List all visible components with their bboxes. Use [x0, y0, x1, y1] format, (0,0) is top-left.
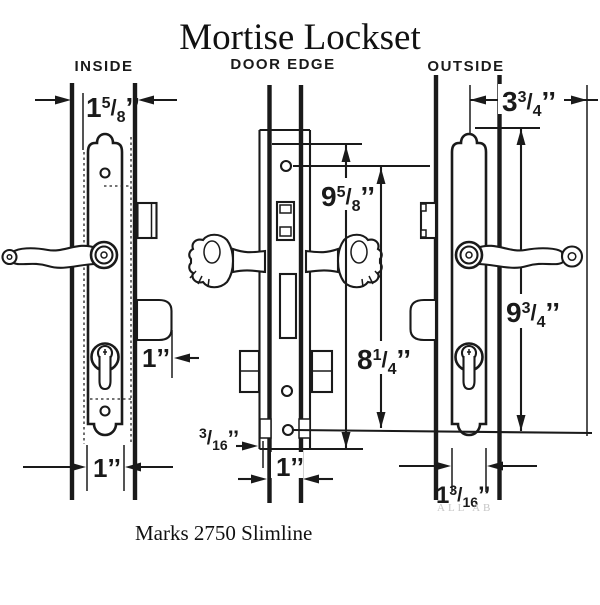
key-mark: [103, 349, 107, 355]
screw-hole: [281, 423, 295, 437]
key-mark: [467, 349, 471, 355]
arrowhead: [125, 462, 141, 472]
latch-bolt: [136, 201, 158, 240]
watermark: ALL AB: [437, 502, 493, 514]
arrowhead: [251, 474, 267, 484]
faceplate-lip: [298, 418, 311, 439]
lever-rosette-ring: [459, 245, 479, 265]
lever-end-detail: [567, 251, 577, 262]
view-label-outside: OUTSIDE: [427, 58, 504, 75]
door-edge-view: 95/8’’ 81/4’’ 3/16’’ 1’’: [188, 85, 593, 503]
dim-faceplate-screw-spacing: 95/8’’: [321, 181, 375, 215]
lever-rosette-ring: [94, 245, 114, 265]
dim-outside-plate-height: 93/4’’: [506, 297, 560, 331]
cylinder-keyway-slot: [98, 356, 112, 391]
lever-spindle: [465, 251, 473, 259]
faceplate-lip: [259, 418, 272, 439]
screw-hole: [99, 167, 111, 179]
dim-deadbolt-throw: 1’’: [142, 343, 170, 373]
dim-cylinder-screw-spacing: 81/4’’: [357, 344, 411, 378]
arrowhead: [376, 412, 386, 428]
arrowhead: [55, 95, 71, 105]
arrowhead: [435, 461, 451, 471]
arrowhead: [242, 441, 258, 451]
arrowhead: [470, 95, 486, 105]
lever-end: [560, 245, 584, 268]
screw-hole: [279, 159, 293, 173]
lever-knob-detail: [350, 240, 368, 264]
arrowhead: [341, 146, 351, 162]
handle-stem: [304, 247, 340, 274]
text-mask: [502, 294, 568, 328]
arrowhead: [376, 168, 386, 184]
lever-knob-end: [336, 233, 383, 289]
latch-opening-detail: [279, 204, 292, 214]
text-mask: [317, 178, 383, 210]
arrowhead: [487, 461, 503, 471]
lever-end: [1, 248, 18, 266]
view-label-door-edge: DOOR EDGE: [230, 56, 335, 73]
dim-faceplate-lip: 3/16’’: [199, 425, 239, 453]
lever-handle: [10, 244, 98, 269]
arrowhead: [341, 432, 351, 448]
arrowhead: [571, 95, 587, 105]
latch-bolt-detail: [420, 229, 427, 238]
lever-spindle: [100, 251, 108, 259]
arrowhead: [516, 129, 526, 145]
arrowhead: [70, 462, 86, 472]
text-mask: [354, 341, 408, 374]
cylinder-keyway-slot: [462, 356, 476, 391]
text-mask: [271, 452, 303, 478]
handle-stem: [231, 247, 267, 274]
reference-line: [293, 428, 593, 435]
deadbolt: [135, 298, 173, 342]
dim-outside-projection: 33/4’’: [502, 86, 556, 120]
deadbolt-opening: [278, 272, 298, 340]
inside-view: 15/8’’ 1’’ 1’’: [1, 83, 199, 500]
lever-knob-end: [188, 233, 235, 289]
arrowhead: [303, 474, 319, 484]
lever-knob-detail: [203, 240, 221, 264]
lever-end-detail: [6, 253, 13, 261]
dim-outside-plate-width: 13/16’’: [436, 482, 490, 510]
dim-inside-stile-width: 15/8’’: [86, 92, 140, 126]
lever-knob-fan: [189, 270, 210, 288]
outside-view: 33/4’’ 93/4’’ 13/16’’: [399, 75, 598, 510]
arrowhead: [138, 95, 154, 105]
dim-inside-plate-width: 1’’: [93, 453, 121, 483]
screw-hole: [99, 405, 111, 417]
arrowhead: [174, 353, 190, 363]
latch-opening-detail: [279, 226, 292, 237]
caption: Marks 2750 Slimline: [135, 521, 312, 545]
page-title: Mortise Lockset: [179, 17, 421, 58]
cylinder-set-screw: [280, 384, 294, 398]
text-mask: [498, 84, 564, 114]
arrowhead: [516, 415, 526, 431]
latch-bolt-detail: [420, 203, 427, 212]
view-label-inside: INSIDE: [74, 58, 133, 75]
deadbolt: [409, 298, 438, 342]
dim-faceplate-width: 1’’: [276, 452, 304, 482]
